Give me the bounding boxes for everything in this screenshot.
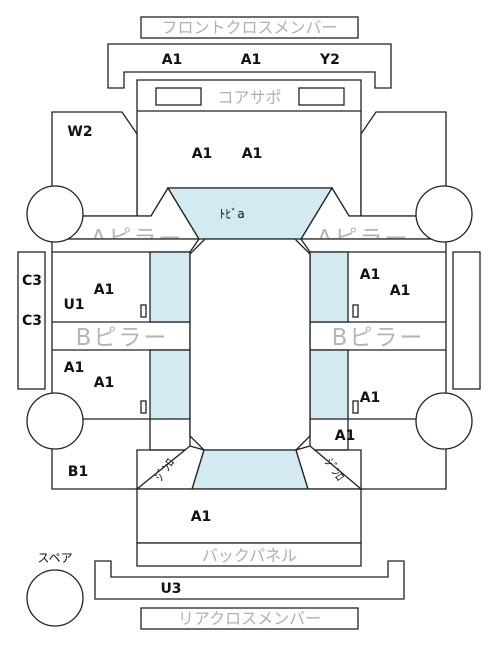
right-rear-door-handle[interactable] — [352, 400, 359, 414]
left-front-window[interactable] — [149, 251, 191, 323]
front-left-wheel[interactable] — [26, 185, 84, 243]
right-side-sill[interactable] — [452, 251, 481, 390]
front-bumper-left-code: A1 — [162, 52, 183, 68]
spare-tire[interactable]: スペア — [26, 551, 84, 627]
left-headlight[interactable] — [155, 87, 202, 106]
bonnet-right-code: A1 — [242, 146, 263, 162]
left-front-door-u1-code: U1 — [63, 297, 84, 313]
left-front-door-handle[interactable] — [140, 304, 147, 318]
right-rear-door-code: A1 — [360, 390, 381, 406]
left-side-sill[interactable]: C3 C3 — [17, 251, 46, 390]
trunk[interactable]: A1 — [136, 488, 362, 544]
left-rear-door-code-b: A1 — [94, 375, 115, 391]
core-support[interactable]: コアサポ — [137, 87, 361, 112]
left-front-door-code: A1 — [94, 282, 115, 298]
front-bumper-center-code: A1 — [241, 52, 262, 68]
back-panel-label: バックパネル — [202, 546, 297, 565]
trunk-code: A1 — [191, 509, 212, 525]
left-b-pillar-label: Bピラー — [76, 325, 169, 351]
left-rear-window[interactable] — [149, 349, 191, 420]
bonnet-left-code: A1 — [192, 146, 213, 162]
left-sill-code-bottom: C3 — [22, 313, 42, 329]
front-bumper-right-code: Y2 — [319, 52, 340, 68]
roof-opening — [189, 238, 311, 451]
front-cross-member-label: フロントクロスメンバー — [161, 18, 337, 37]
left-sill-code-top: C3 — [22, 273, 42, 289]
rear-cross-member-label: リアクロスメンバー — [178, 609, 321, 628]
rear-bumper-code: U3 — [160, 581, 181, 597]
left-rear-door-code-a: A1 — [64, 360, 85, 376]
windshield-label: ﾄﾋﾞa — [219, 207, 244, 221]
right-b-pillar-label: Bピラー — [332, 325, 425, 351]
left-rear-pillar[interactable]: ｼﾞﾝﾛ — [135, 445, 205, 490]
left-rear-door-handle[interactable] — [140, 400, 147, 414]
front-cross-member[interactable]: フロントクロスメンバー — [140, 16, 359, 39]
rear-right-wheel[interactable] — [415, 392, 473, 450]
spare-wheel[interactable] — [26, 569, 84, 627]
right-rear-pillar[interactable]: ｼﾞﾝﾛ — [295, 445, 363, 490]
left-front-fender[interactable]: W2 — [51, 111, 138, 217]
windshield[interactable]: ﾄﾋﾞa — [166, 187, 334, 240]
back-panel[interactable]: バックパネル — [136, 542, 362, 567]
right-quarter-code: A1 — [335, 428, 356, 444]
rear-cross-member[interactable]: リアクロスメンバー — [140, 607, 359, 630]
front-right-wheel[interactable] — [415, 185, 473, 243]
rear-bumper[interactable]: U3 — [94, 560, 405, 600]
right-front-door-code-b: A1 — [390, 283, 411, 299]
core-support-label: コアサポ — [217, 88, 281, 107]
right-front-door-handle[interactable] — [352, 304, 359, 318]
rear-left-wheel[interactable] — [26, 392, 84, 450]
right-front-window[interactable] — [309, 251, 349, 323]
left-quarter-code: B1 — [68, 464, 88, 480]
right-rear-window[interactable] — [309, 349, 349, 420]
spare-tire-label: スペア — [37, 551, 72, 565]
right-headlight[interactable] — [298, 87, 345, 106]
rear-window[interactable] — [191, 449, 309, 490]
front-bumper[interactable]: A1 A1 Y2 — [107, 43, 392, 89]
left-front-fender-code: W2 — [67, 124, 92, 140]
right-front-door-code-a: A1 — [360, 267, 381, 283]
